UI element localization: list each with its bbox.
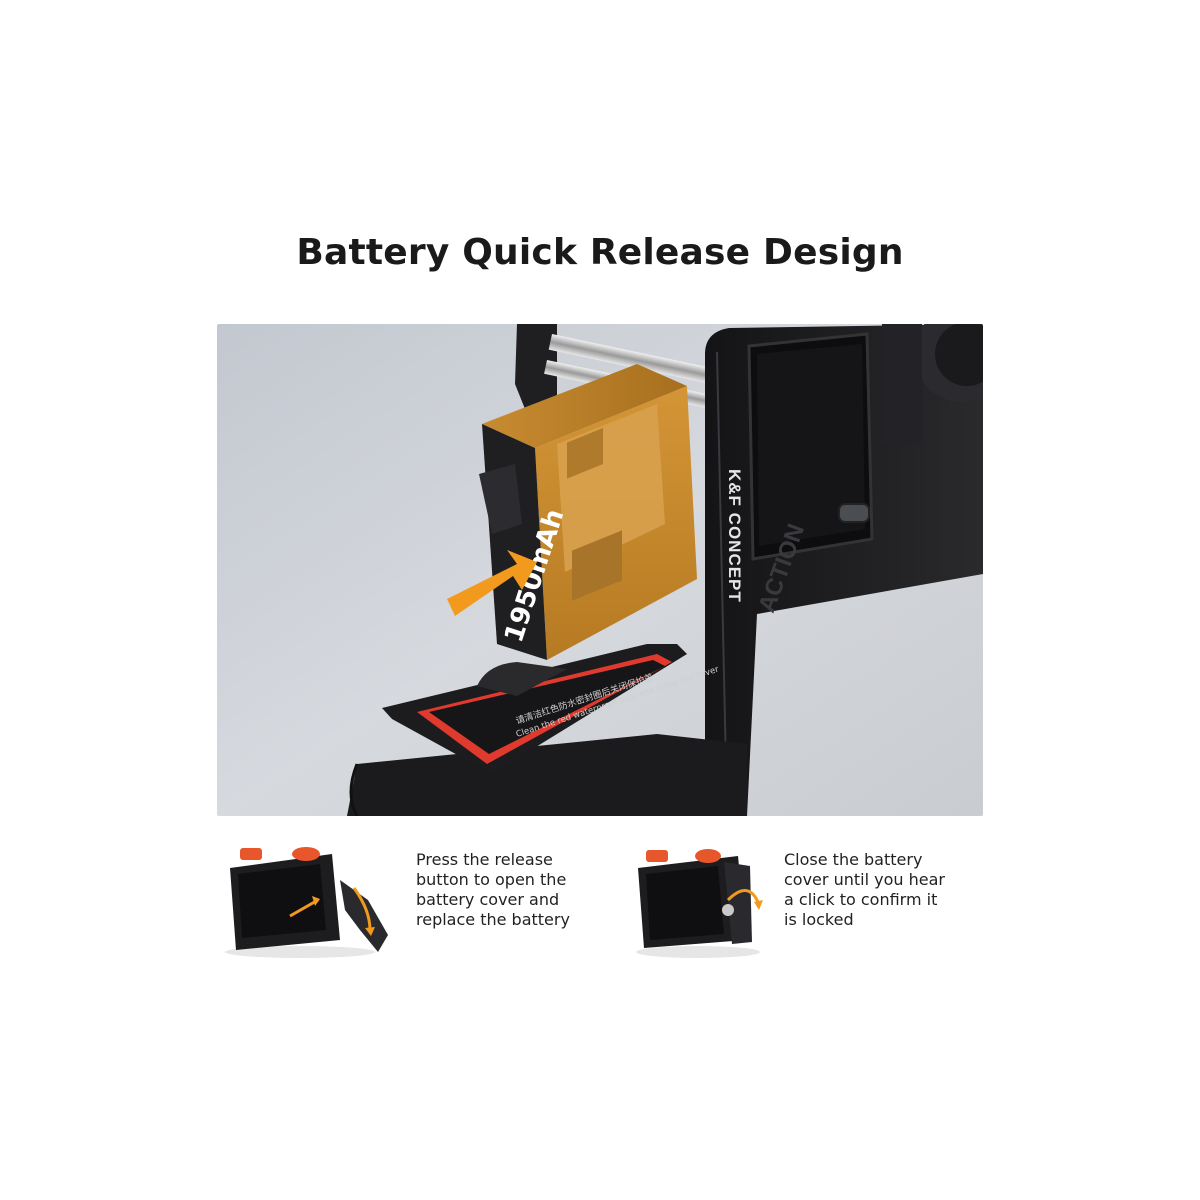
close-cover-arrow-icon [726,889,763,910]
step-open-cover: Press the release button to open the bat… [220,840,600,960]
page-title: Battery Quick Release Design [296,232,904,273]
hero-image: ACTION K&F CONCEPT 请清洁红色防水密封圈后关闭保护盖 Clea… [217,324,983,816]
open-cover-arrow-icon [289,887,375,936]
open-cover-camera-image [225,847,388,958]
close-cover-camera-image [636,849,763,958]
step-open-cover-text: Press the release button to open the bat… [416,850,570,929]
step-close-cover: Close the battery cover until you hear a… [618,840,998,960]
brand-label: K&F CONCEPT [725,469,744,603]
remove-battery-arrow-icon [447,550,537,616]
step-close-cover-text: Close the battery cover until you hear a… [784,850,945,929]
